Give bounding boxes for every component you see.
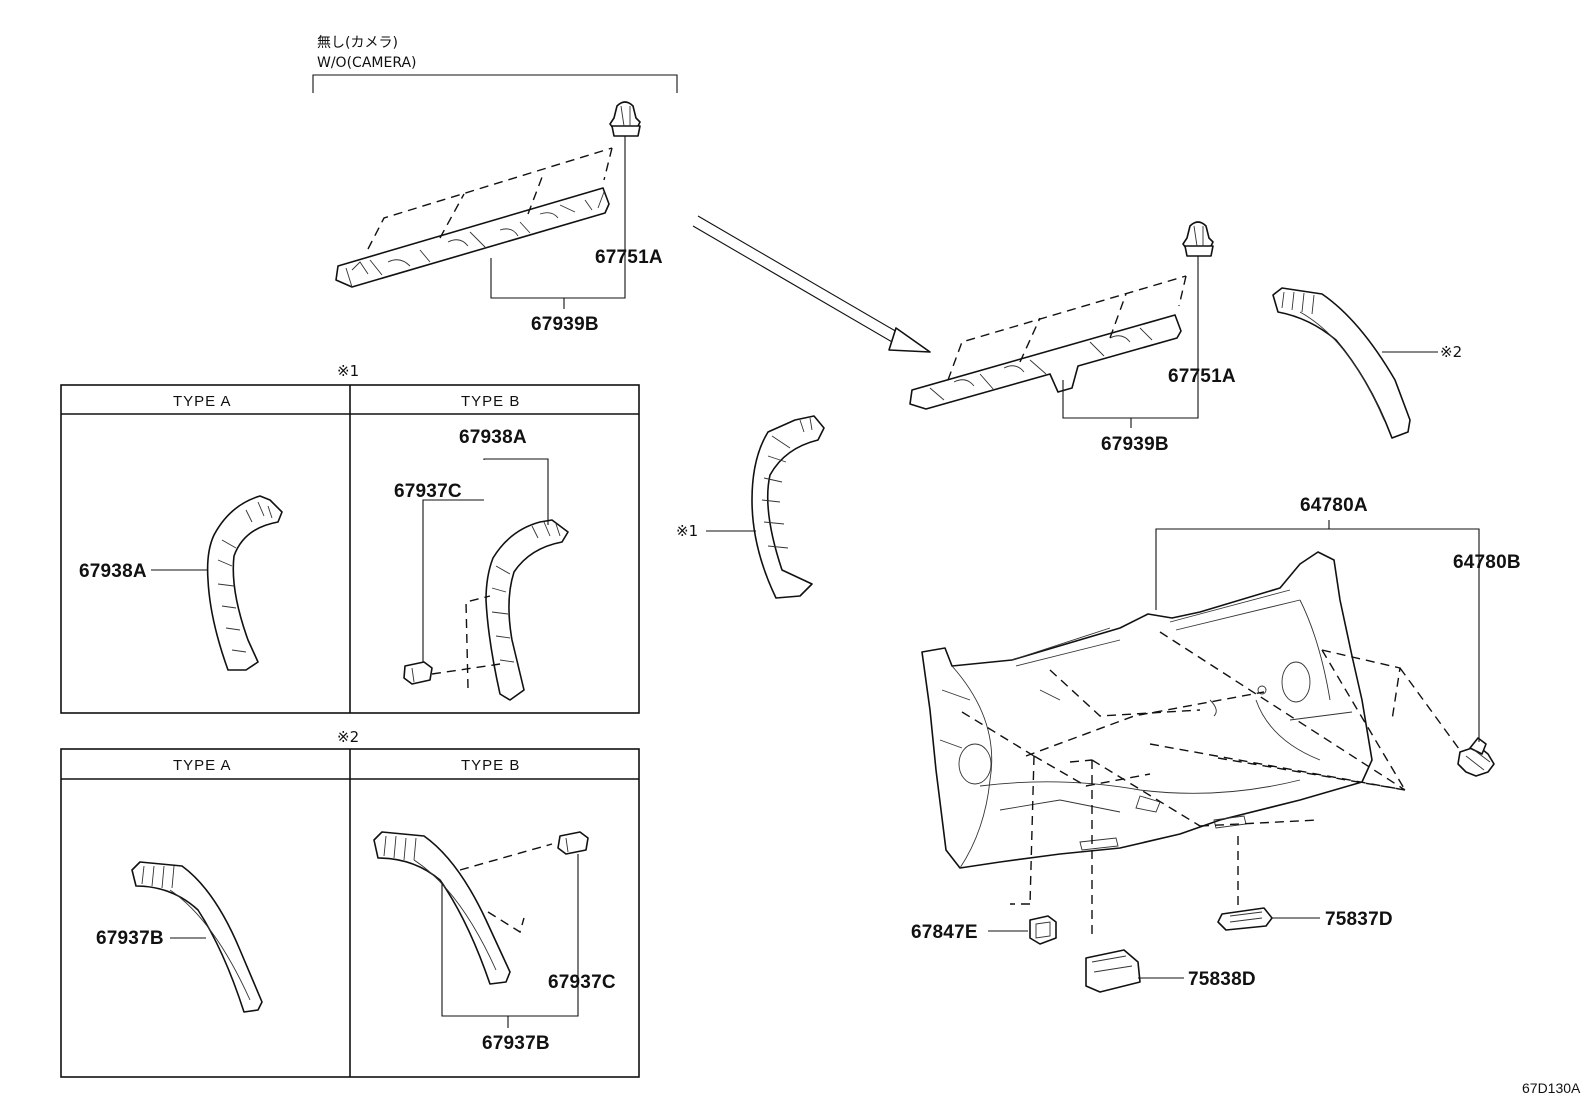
part-number-label: 67937B: [482, 1033, 550, 1054]
pillar-type-b-ref2: [373, 831, 553, 985]
part-number-label: 67939B: [1101, 434, 1169, 455]
ref-mark-2: ※2: [1440, 343, 1462, 361]
clip-top-right: [1182, 221, 1214, 257]
part-number-label: 64780A: [1300, 495, 1368, 516]
door-trim-clip: [1457, 737, 1495, 777]
pillar-ref2: [1272, 287, 1411, 439]
part-number-label: 64780B: [1453, 552, 1521, 573]
leader-top-left: [490, 136, 626, 299]
part-number-label: 67937B: [96, 928, 164, 949]
leader-type-b: [422, 458, 549, 662]
garnish-top-right: [909, 275, 1187, 410]
table-ref1: ※1 TYPE A TYPE B 67938A 67938A 67937C: [60, 362, 640, 714]
table-mark: ※2: [337, 728, 359, 746]
condition-note-en: W/O(CAMERA): [317, 55, 417, 71]
pillar-type-b: [465, 519, 569, 701]
garnish-top-left: [335, 147, 613, 288]
hole-cover: [1029, 915, 1057, 945]
leader-door-trim: [1155, 528, 1480, 742]
column-header-type-b: TYPE B: [461, 757, 520, 774]
column-header-type-a: TYPE A: [173, 757, 232, 774]
direction-arrow: [692, 215, 931, 353]
part-number-label: 67939B: [531, 314, 599, 335]
part-number-label: 67937C: [548, 972, 616, 993]
part-number-label: 75837D: [1325, 909, 1393, 930]
lamp: [1217, 907, 1273, 931]
part-number-label: 67751A: [595, 247, 663, 268]
dashed-link: [431, 663, 501, 675]
table-mark: ※1: [337, 362, 359, 380]
part-number-label: 67937C: [394, 481, 462, 502]
door-trim-board: [921, 551, 1373, 869]
part-number-label: 67751A: [1168, 366, 1236, 387]
clip-type-b: [403, 661, 433, 685]
diagram-code: 67D130A: [1522, 1080, 1581, 1096]
table-ref2: ※2 TYPE A TYPE B 67937B 67937C 67937B: [60, 728, 640, 1078]
condition-note-group: 無し(カメラ) W/O(CAMERA): [312, 35, 678, 93]
pull-handle: [1085, 949, 1141, 993]
clip-top-left: [609, 101, 641, 137]
clip-type-b-ref2: [557, 831, 589, 855]
pillar-type-a: [206, 495, 283, 671]
condition-note-jp: 無し(カメラ): [317, 35, 398, 51]
pillar-type-a-ref2: [131, 861, 263, 1013]
part-number-label: 75838D: [1188, 969, 1256, 990]
column-header-type-b: TYPE B: [461, 393, 520, 410]
part-number-label: 67847E: [911, 922, 978, 943]
leader-type-b-ref2: [441, 854, 579, 1017]
condition-bracket: [312, 74, 678, 93]
part-number-label: 67938A: [79, 561, 147, 582]
pillar-ref1: [751, 415, 825, 599]
ref-mark-1: ※1: [676, 522, 698, 540]
part-number-label: 67938A: [459, 427, 527, 448]
column-header-type-a: TYPE A: [173, 393, 232, 410]
door-trim-dashed-links: [961, 631, 1471, 940]
